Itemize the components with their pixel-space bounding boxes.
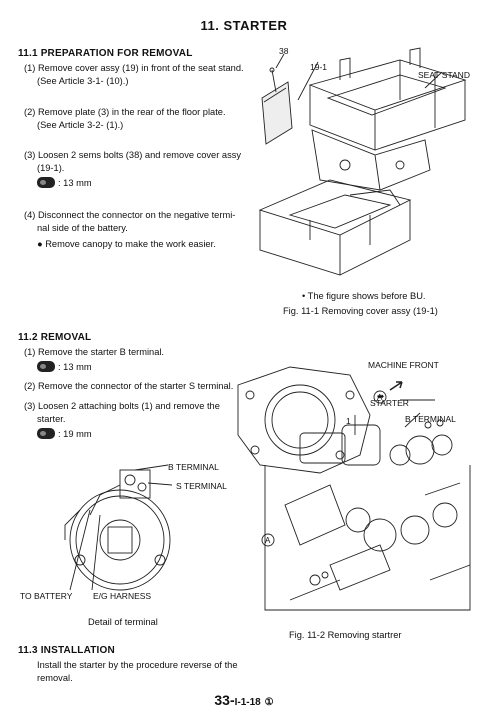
machine-front-label: MACHINE FRONT (368, 360, 439, 370)
part-label-1: 1 (346, 416, 351, 426)
step-1-line-1: (1) Remove cover assy (19) in front of t… (24, 63, 244, 73)
step-4-line-1: (4) Disconnect the connector on the nega… (24, 210, 236, 220)
starter-label: STARTER (370, 398, 409, 408)
fig2-b-terminal-label: B TERMINAL (405, 414, 456, 424)
seat-stand-label: SEAT STAND (418, 70, 470, 80)
to-battery-label: TO BATTERY (20, 591, 73, 601)
revision-mark: ① (264, 697, 274, 708)
circle-a-bottom: A (265, 536, 271, 545)
figure-caption-11-1: Fig. 11-1 Removing cover assy (19-1) (283, 306, 438, 316)
tool-size: : 13 mm (58, 362, 92, 372)
section-heading-removal: 11.2 REMOVAL (18, 332, 92, 343)
tool-spec-13mm: : 13 mm (37, 177, 92, 190)
removal-step-2: (2) Remove the connector of the starter … (24, 381, 234, 391)
step-3-line-1: (3) Loosen 2 sems bolts (38) and remove … (24, 150, 242, 160)
part-label-38: 38 (279, 46, 289, 56)
starter-removal-figure (237, 366, 471, 611)
bullet-text: Remove canopy to make the work easier. (45, 239, 216, 249)
figure-note: • The figure shows before BU. (302, 291, 426, 301)
step-2-line-2: (See Article 3-2- (1).) (37, 120, 124, 130)
tool-size: : 13 mm (58, 178, 92, 188)
cover-assy-figure (258, 47, 467, 276)
wrench-icon (37, 177, 55, 188)
step-4-line-2: nal side of the battery. (37, 223, 128, 233)
removal-step-1: (1) Remove the starter B terminal. (24, 347, 165, 357)
part-label-19-1: 19-1 (310, 62, 328, 72)
figure-caption-11-2: Fig. 11-2 Removing startrer (289, 630, 402, 640)
installation-line-1: Install the starter by the procedure rev… (37, 660, 238, 670)
installation-line-2: removal. (37, 673, 73, 683)
tool-size: : 19 mm (58, 429, 92, 439)
page-title: 11. STARTER (200, 18, 288, 33)
page-number-main: 33- (214, 692, 235, 708)
removal-step-3-line-1: (3) Loosen 2 attaching bolts (1) and rem… (24, 401, 220, 411)
bullet-icon: ● (37, 239, 46, 249)
removal-step-3-line-2: starter. (37, 414, 66, 424)
section-heading-preparation: 11.1 PREPARATION FOR REMOVAL (18, 48, 193, 59)
detail-caption: Detail of terminal (88, 617, 158, 627)
tool-spec-19mm: : 19 mm (37, 428, 92, 441)
wrench-icon (37, 361, 55, 372)
b-terminal-label: B TERMINAL (168, 462, 219, 472)
eg-harness-label: E/G HARNESS (93, 591, 152, 601)
step-2-line-1: (2) Remove plate (3) in the rear of the … (24, 107, 226, 117)
arrow-right-icon: ➡ (377, 391, 385, 401)
s-terminal-label: S TERMINAL (176, 481, 227, 491)
circle-a-top: A (377, 393, 383, 402)
bullet-note: ● Remove canopy to make the work easier. (37, 238, 216, 251)
tool-spec-13mm-2: : 13 mm (37, 361, 92, 374)
section-heading-installation: 11.3 INSTALLATION (18, 645, 115, 656)
page-number-sub: I-1-18 (234, 697, 261, 708)
wrench-icon (37, 428, 55, 439)
step-1-line-2: (See Article 3-1- (10).) (37, 76, 129, 86)
page-number: 33-I-1-18 ① (0, 692, 488, 708)
step-3-line-2: (19-1). (37, 163, 65, 173)
terminal-detail-figure (64, 464, 173, 591)
